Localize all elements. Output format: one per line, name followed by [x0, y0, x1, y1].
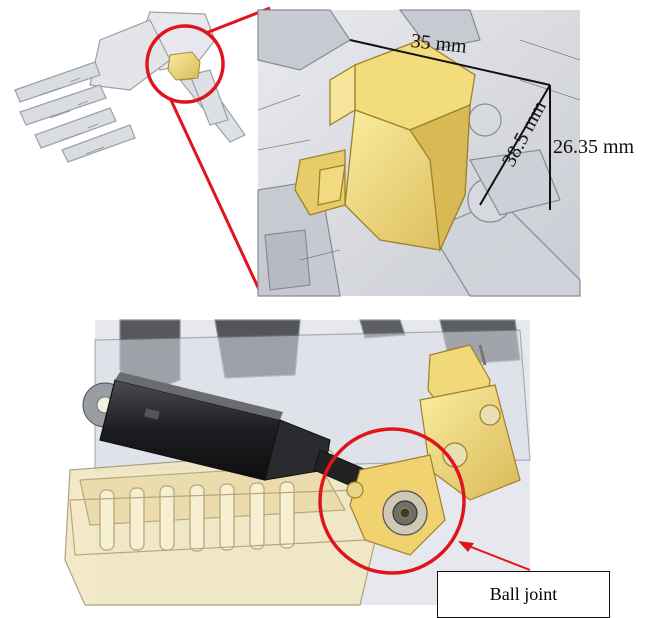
zoom-line-bottom: [168, 97, 264, 297]
highlight-circle-overview: [145, 24, 225, 104]
finger-housing: [64, 449, 381, 606]
ball-joint-callout-box: Ball joint: [437, 571, 610, 618]
height-dimension-label: 26.35 mm: [553, 136, 635, 158]
zoom-detail: [257, 9, 581, 297]
mount-bracket: [294, 39, 476, 253]
hand-overview: [14, 11, 246, 163]
dim-line-width: [349, 39, 551, 86]
callout-arrow: [458, 541, 531, 571]
actuator-view: [64, 319, 531, 606]
dim-line-depth: [479, 84, 551, 206]
highlight-circle-ball-joint: [318, 427, 466, 575]
joint-assembly: [346, 344, 521, 556]
ball-joint-callout-label: Ball joint: [489, 584, 558, 604]
mount-part-small: [167, 51, 201, 81]
dimension-lines: [349, 39, 551, 210]
